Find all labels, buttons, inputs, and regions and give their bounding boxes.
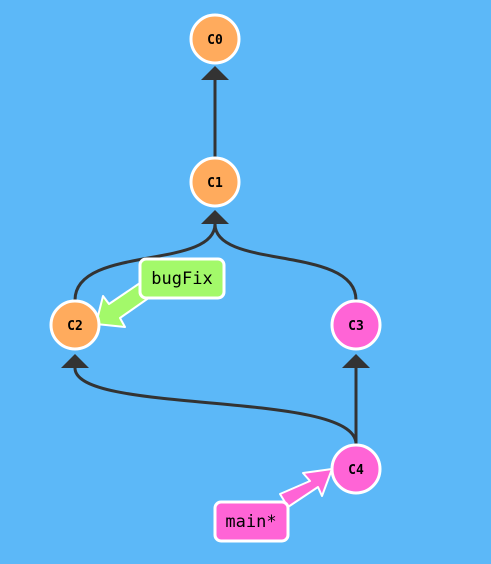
commit-c1-circle[interactable] — [189, 156, 241, 208]
arrowhead-c1 — [201, 210, 229, 224]
branch-bugfix-box[interactable] — [138, 257, 226, 300]
edge-c3-c1 — [213, 223, 358, 301]
commit-c0-label: C0 — [207, 33, 223, 48]
branch-bugfix[interactable]: bugFix — [138, 257, 226, 300]
commit-c0[interactable]: C0 — [189, 13, 241, 65]
commit-c4-circle[interactable] — [330, 443, 382, 495]
commit-c1-label: C1 — [207, 176, 223, 191]
edges — [61, 66, 370, 445]
commit-c2-label: C2 — [67, 319, 83, 334]
main-arrow — [279, 468, 333, 508]
commit-c4[interactable]: C4 — [330, 443, 382, 495]
commit-c3[interactable]: C3 — [330, 299, 382, 351]
arrowhead-c3 — [342, 354, 370, 368]
branch-main-box[interactable] — [213, 500, 290, 543]
commit-c4-label: C4 — [348, 463, 364, 478]
branch-main-label: main* — [225, 512, 276, 532]
commit-c3-label: C3 — [348, 319, 364, 334]
arrowhead-c2 — [61, 354, 89, 368]
commit-c2-circle[interactable] — [49, 299, 101, 351]
branch-main[interactable]: main* — [213, 500, 290, 543]
commit-c3-circle[interactable] — [330, 299, 382, 351]
commit-c2[interactable]: C2 — [49, 299, 101, 351]
commit-c0-circle[interactable] — [189, 13, 241, 65]
branch-arrows — [95, 282, 333, 508]
arrowhead-c0 — [201, 66, 229, 80]
commit-c1[interactable]: C1 — [189, 156, 241, 208]
bugfix-arrow — [95, 282, 151, 328]
edge-c4-c2 — [73, 367, 358, 445]
branch-bugfix-label: bugFix — [151, 269, 212, 289]
